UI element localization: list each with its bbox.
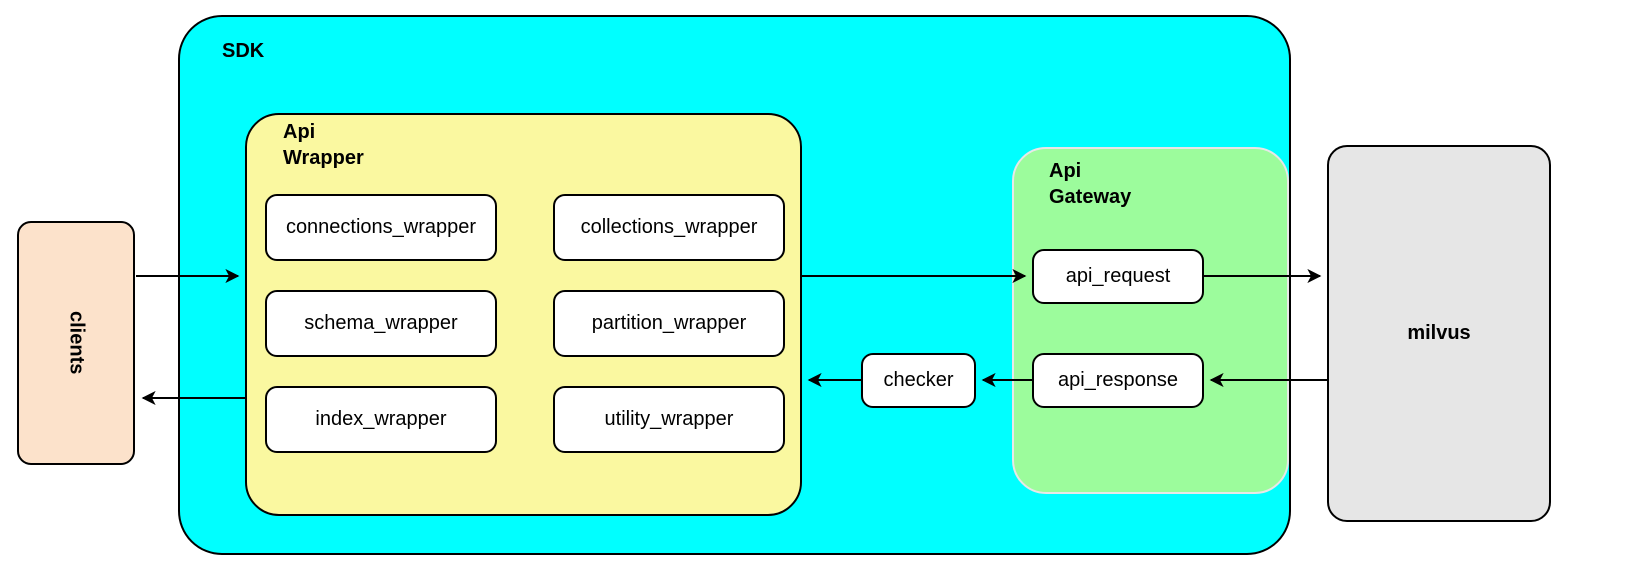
node-checker[interactable]: checker	[861, 353, 976, 408]
node-connections-wrapper[interactable]: connections_wrapper	[265, 194, 497, 261]
group-api-wrapper-label: Api Wrapper	[283, 121, 364, 169]
group-sdk-label: SDK	[222, 40, 265, 62]
node-clients-label: clients	[65, 311, 88, 375]
node-collections-wrapper[interactable]: collections_wrapper	[553, 194, 785, 261]
node-index-wrapper[interactable]: index_wrapper	[265, 386, 497, 453]
node-clients[interactable]: clients	[17, 221, 135, 465]
node-partition-wrapper[interactable]: partition_wrapper	[553, 290, 785, 357]
node-api-request[interactable]: api_request	[1032, 249, 1204, 304]
node-utility-wrapper[interactable]: utility_wrapper	[553, 386, 785, 453]
node-schema-wrapper[interactable]: schema_wrapper	[265, 290, 497, 357]
group-api-gateway-label: Api Gateway	[1049, 160, 1132, 208]
node-api-response[interactable]: api_response	[1032, 353, 1204, 408]
group-api-gateway: Api Gateway	[1012, 147, 1289, 494]
node-milvus[interactable]: milvus	[1327, 145, 1551, 522]
